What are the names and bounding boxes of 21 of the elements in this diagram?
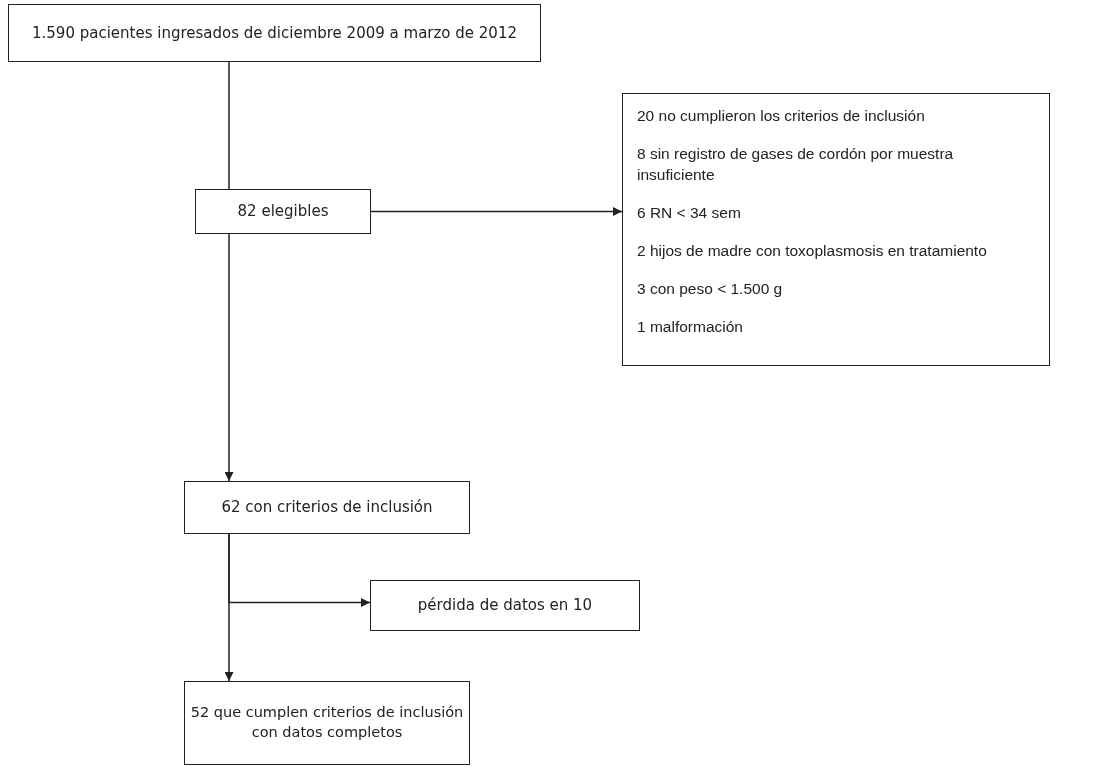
box-text: 1.590 pacientes ingresados de diciembre 2009 a marzo de 2012 bbox=[32, 22, 517, 44]
process-box bbox=[8, 4, 541, 62]
box-text: 3 con peso < 1.500 g bbox=[637, 278, 783, 299]
process-box bbox=[184, 681, 470, 765]
process-box bbox=[184, 481, 470, 534]
box-text: 20 no cumplieron los criterios de inclusión bbox=[637, 106, 925, 126]
connector-line bbox=[228, 61, 230, 190]
arrow bbox=[370, 207, 623, 216]
box-text: 6 RN < 34 sem bbox=[637, 202, 741, 223]
process-box bbox=[195, 189, 371, 234]
box-text: 82 elegibles bbox=[237, 201, 329, 222]
arrow bbox=[224, 233, 234, 482]
box-text: 62 con criterios de inclusión bbox=[221, 497, 433, 518]
process-box bbox=[622, 93, 1050, 366]
box-text: 52 que cumplen criterios de inclusión con datos completos bbox=[189, 703, 465, 742]
process-box bbox=[370, 580, 640, 631]
arrow bbox=[224, 533, 234, 682]
box-text: 1 malformación bbox=[637, 316, 743, 337]
box-text: pérdida de datos en 10 bbox=[417, 595, 593, 616]
box-text: 2 hijos de madre con toxoplasmosis en tratamiento bbox=[637, 240, 987, 261]
box-text: 8 sin registro de gases de cordón por muestra insuficiente bbox=[637, 143, 955, 185]
